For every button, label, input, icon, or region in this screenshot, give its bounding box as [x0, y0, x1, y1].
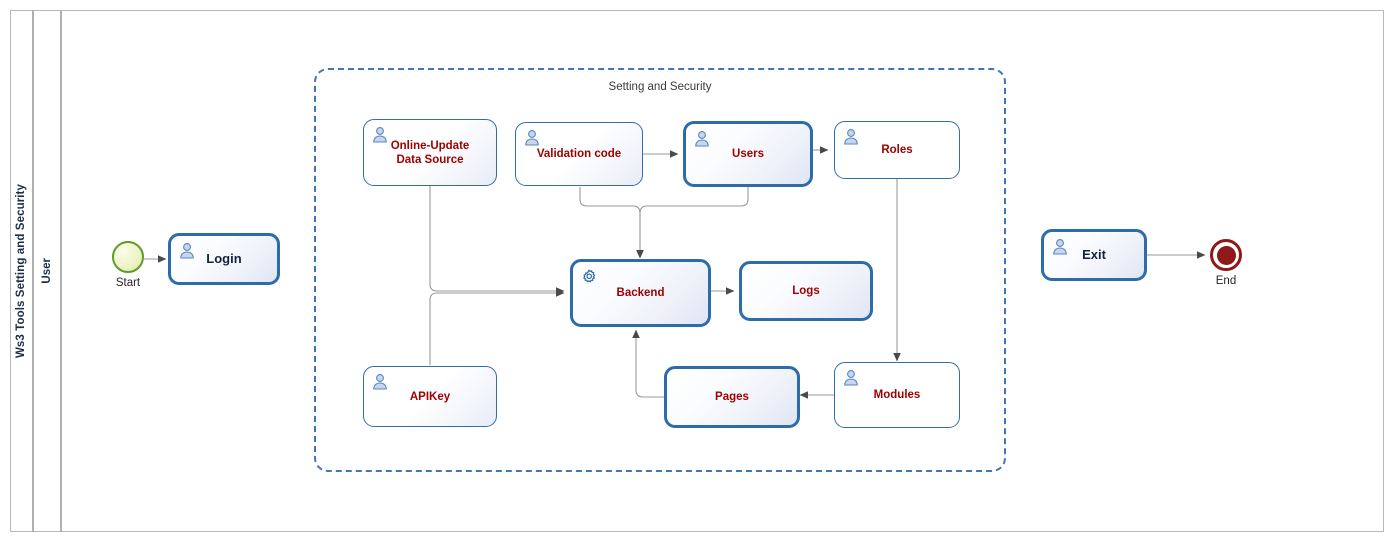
end-event-label: End: [1215, 275, 1237, 287]
task-roles-label: Roles: [881, 144, 913, 156]
task-exit-label: Exit: [1082, 247, 1106, 262]
task-pages[interactable]: Pages: [664, 366, 800, 428]
task-login[interactable]: Login: [168, 233, 280, 285]
start-event[interactable]: [112, 241, 144, 273]
task-apikey[interactable]: APIKey: [363, 366, 497, 427]
user-task-icon: [842, 128, 860, 146]
task-roles[interactable]: Roles: [834, 121, 960, 179]
user-task-icon: [178, 242, 196, 260]
user-task-icon: [693, 130, 711, 148]
start-event-label: Start: [115, 277, 141, 289]
task-backend[interactable]: Backend: [570, 259, 711, 327]
task-validation-code-label: Validation code: [536, 148, 622, 160]
task-modules[interactable]: Modules: [834, 362, 960, 428]
task-apikey-label: APIKey: [409, 390, 451, 403]
task-users[interactable]: Users: [683, 121, 813, 187]
user-task-icon: [842, 369, 860, 387]
group-setting-and-security[interactable]: [314, 68, 1006, 472]
end-event[interactable]: [1210, 239, 1242, 271]
user-task-icon: [523, 129, 541, 147]
user-task-icon: [371, 373, 389, 391]
task-users-label: Users: [732, 148, 764, 160]
pool-title: Ws3 Tools Setting and Security: [15, 183, 27, 359]
task-modules-label: Modules: [873, 389, 921, 401]
task-validation-code[interactable]: Validation code: [515, 122, 643, 186]
group-label: Setting and Security: [608, 81, 712, 93]
task-backend-label: Backend: [616, 287, 665, 299]
user-task-icon: [1051, 238, 1069, 256]
end-event-inner: [1216, 245, 1236, 265]
user-task-icon: [371, 126, 389, 144]
pool-header[interactable]: Ws3 Tools Setting and Security: [10, 10, 34, 532]
service-gear-icon: [580, 268, 598, 286]
task-exit[interactable]: Exit: [1041, 229, 1147, 281]
task-pages-label: Pages: [715, 391, 749, 403]
lane-title: User: [41, 258, 53, 284]
task-login-label: Login: [206, 251, 242, 266]
task-logs[interactable]: Logs: [739, 261, 873, 321]
task-logs-label: Logs: [792, 285, 820, 297]
lane-header-user[interactable]: User: [34, 10, 62, 532]
